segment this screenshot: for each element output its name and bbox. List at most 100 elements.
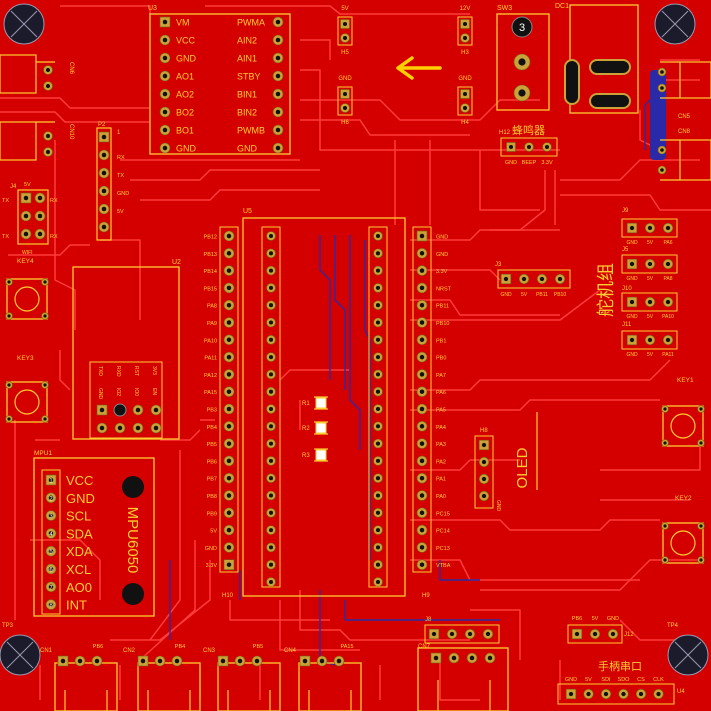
u3-right-pad-4-hole	[275, 91, 281, 97]
cn7-label: CN7	[418, 644, 431, 650]
tp4-label: TP4	[667, 623, 679, 629]
u5-right-inner-pad-1-hole	[375, 251, 381, 256]
u3-right-pin-label: BIN1	[237, 90, 257, 100]
cn4-pad-2-hole	[336, 658, 342, 664]
mount-hole-top-left-cross	[10, 10, 38, 38]
j3-pin-label: PB11	[536, 292, 548, 298]
u3-right-pad-0-hole	[275, 19, 281, 25]
trace-35	[100, 239, 141, 320]
u5-left-pin-label: PB9	[207, 511, 217, 517]
mpu-pad-4-hole	[48, 548, 54, 554]
p2-pad-4-hole	[101, 206, 107, 212]
h12-pad-0-hole	[508, 144, 514, 150]
u5-left-inner-pad-14-hole	[268, 476, 274, 481]
mpu-pad-5-hole	[48, 566, 54, 572]
u5-left-pin-label: PA10	[204, 338, 217, 344]
u3-left-pin-label: AO2	[176, 90, 194, 100]
mount-hole-top-right-cross	[661, 10, 689, 38]
mount-hole-bottom-left-cross	[6, 641, 34, 669]
cn10-outline	[0, 121, 37, 161]
u5-left-pin-label: PA15	[204, 390, 217, 396]
u5-left-pin-label: PB6	[207, 459, 217, 465]
mpu1-header-outline	[41, 469, 61, 615]
key3-pad-1-hole	[7, 383, 11, 387]
u3-right-pin-label: STBY	[237, 72, 261, 82]
cn1-pad-0-hole	[60, 658, 66, 664]
u5-right-pin-label: PA2	[436, 459, 446, 465]
h3-pad-0-hole	[462, 21, 468, 27]
mpu-mount-bottom	[122, 583, 144, 605]
mpu-pin-number: 3	[49, 514, 53, 520]
bottom-trace-2	[319, 235, 331, 380]
mpu-mount-top	[122, 476, 144, 498]
p2-pad-3-hole	[101, 188, 107, 194]
u4-pad-4-hole	[638, 691, 644, 697]
u3-left-pad-1-hole	[162, 37, 168, 43]
u5-right-pad-2-hole	[419, 268, 425, 273]
j4-outline	[17, 189, 49, 245]
u5-right-pin-label: GND	[436, 235, 448, 241]
cn8-label: CN8	[678, 129, 691, 135]
sw3-pad-2-hole	[518, 89, 526, 97]
mpu-pin-label: SDA	[66, 526, 93, 541]
cn2-pad-2-hole	[174, 658, 180, 664]
u5-right-pin-label: PB1	[436, 338, 446, 344]
u3-left-pin-label: VM	[176, 18, 190, 28]
u5-left-inner-pad-3-hole	[268, 285, 274, 290]
h4-ref: H4	[461, 120, 469, 126]
u2-pad-1-1-hole	[117, 425, 123, 431]
u3-right-pin-label: PWMA	[237, 18, 265, 28]
j10-pin-label: PA10	[662, 314, 674, 320]
h12-pin-label: 3.3V	[541, 160, 553, 166]
mpu-pin-number: 4	[49, 532, 53, 538]
cn8-pad-1-hole	[660, 148, 664, 152]
p2-pad-0-hole	[101, 134, 107, 140]
cn4-pad-1-hole	[319, 658, 325, 664]
sw3-marker: 3	[519, 22, 525, 34]
mpu-pin-label: AO0	[66, 580, 92, 595]
sw3-pad-1-hole	[518, 58, 526, 66]
h4-pad-0-hole	[462, 91, 468, 97]
j3-pad-2-hole	[539, 276, 545, 282]
u5-left-pad-13-hole	[226, 458, 232, 464]
cn1-outline	[54, 662, 118, 711]
p2-pin-label: 5V	[117, 209, 124, 215]
j11-pad-2-hole	[665, 337, 671, 343]
bottom-trace-6	[439, 560, 480, 581]
cn7-pad-1-hole	[451, 655, 457, 661]
mpu-pad-6-hole	[48, 584, 54, 590]
j8-pad-0-hole	[431, 631, 437, 637]
u4-outline	[557, 683, 675, 705]
key4-label: KEY4	[17, 258, 34, 265]
mpu1-outline	[33, 457, 155, 617]
key2-label: KEY2	[675, 495, 692, 502]
u3-right-pad-2-hole	[275, 55, 281, 61]
j4-right-pad-0-hole	[37, 195, 43, 201]
u5-left-pad-18-hole	[226, 545, 232, 550]
cn6-pad-1-hole	[45, 67, 51, 73]
j4-left-label: TX	[2, 198, 9, 204]
u5-left-pad-8-hole	[226, 372, 232, 377]
u2-pin-label: EN	[151, 388, 157, 395]
h6-outline	[337, 86, 353, 116]
r3-label: R3	[302, 453, 310, 459]
u4-pad-1-hole	[586, 691, 591, 697]
u5-right-pin-label: PA0	[436, 494, 446, 500]
trace-20	[410, 559, 640, 581]
trace-14	[410, 299, 560, 316]
j4-right-pad-1-hole	[37, 213, 43, 219]
u4-pad-3-hole	[621, 691, 626, 697]
u3-left-pin-label: GND	[176, 54, 197, 64]
j5-label: J5	[622, 247, 629, 253]
trace-19	[410, 519, 660, 531]
p2-pin-label: GND	[117, 191, 129, 197]
cn6-pad-2-hole	[45, 83, 51, 89]
j4-right-pad-2-hole	[37, 231, 43, 237]
u5-left-pad-11-hole	[226, 424, 232, 429]
u5-left-pad-16-hole	[226, 510, 232, 516]
u5-right-pin-label: PA6	[436, 390, 446, 396]
h5-outline	[337, 16, 353, 46]
u3-outline	[149, 13, 291, 155]
cn5-pad-1-hole	[660, 70, 664, 74]
